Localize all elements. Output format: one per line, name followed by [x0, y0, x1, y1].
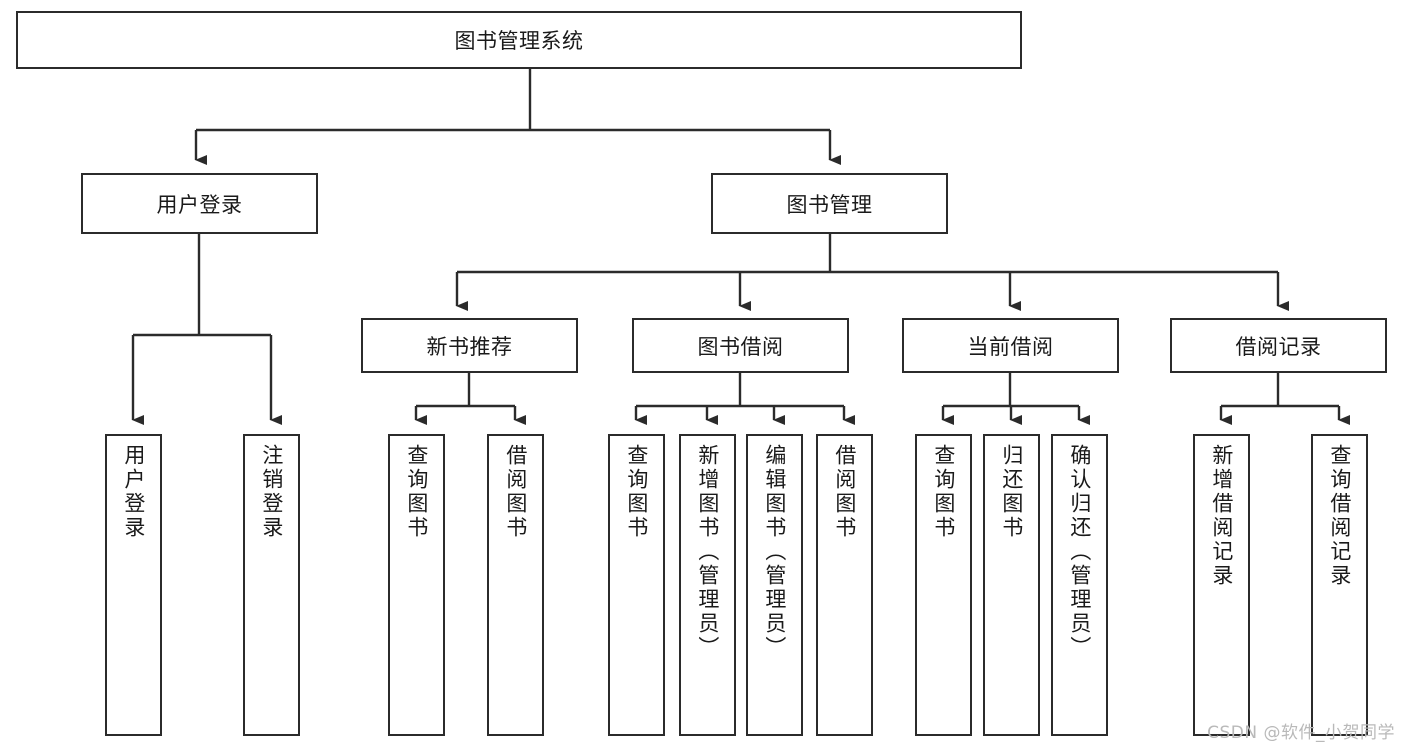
leaf-label: 查询图书 [404, 444, 429, 540]
watermark-text: CSDN @软件_小贺同学 [1207, 723, 1395, 743]
leaf-user-login-login[interactable]: 用户登录 [105, 434, 162, 736]
leaf-label: 注销登录 [259, 444, 284, 540]
leaf-label: 借阅图书 [832, 444, 857, 540]
leaf-label: 用户登录 [121, 444, 146, 540]
leaf-borrow-borrow-book[interactable]: 借阅图书 [816, 434, 873, 736]
leaf-current-query[interactable]: 查询图书 [915, 434, 972, 736]
leaf-record-add[interactable]: 新增借阅记录 [1193, 434, 1250, 736]
leaf-label: 查询图书 [931, 444, 956, 540]
node-new-book-recommend[interactable]: 新书推荐 [361, 318, 578, 373]
leaf-label: 查询借阅记录 [1327, 444, 1352, 588]
node-root-label: 图书管理系统 [454, 29, 584, 53]
leaf-borrow-add-book[interactable]: 新增图书（管理员） [679, 434, 736, 736]
node-book-borrow[interactable]: 图书借阅 [632, 318, 849, 373]
leaf-borrow-edit-book[interactable]: 编辑图书（管理员） [746, 434, 803, 736]
node-user-login-label: 用户登录 [156, 192, 243, 217]
leaf-label: 编辑图书（管理员） [762, 444, 787, 660]
node-current-borrow[interactable]: 当前借阅 [902, 318, 1119, 373]
leaf-label: 新增借阅记录 [1209, 444, 1234, 588]
leaf-label: 新增图书（管理员） [695, 444, 720, 660]
node-new-book-recommend-label: 新书推荐 [426, 334, 513, 359]
leaf-user-login-logout[interactable]: 注销登录 [243, 434, 300, 736]
leaf-new-book-borrow[interactable]: 借阅图书 [487, 434, 544, 736]
leaf-label: 归还图书 [999, 444, 1024, 540]
node-book-management[interactable]: 图书管理 [711, 173, 948, 234]
leaf-borrow-query[interactable]: 查询图书 [608, 434, 665, 736]
node-book-management-label: 图书管理 [786, 192, 873, 217]
leaf-label: 查询图书 [624, 444, 649, 540]
leaf-label: 确认归还（管理员） [1067, 444, 1092, 660]
node-root[interactable]: 图书管理系统 [16, 11, 1022, 69]
node-user-login[interactable]: 用户登录 [81, 173, 318, 234]
leaf-new-book-query[interactable]: 查询图书 [388, 434, 445, 736]
node-borrow-record-label: 借阅记录 [1235, 334, 1322, 359]
leaf-current-return[interactable]: 归还图书 [983, 434, 1040, 736]
leaf-record-query[interactable]: 查询借阅记录 [1311, 434, 1368, 736]
node-borrow-record[interactable]: 借阅记录 [1170, 318, 1387, 373]
node-current-borrow-label: 当前借阅 [967, 334, 1054, 359]
leaf-label: 借阅图书 [503, 444, 528, 540]
node-book-borrow-label: 图书借阅 [697, 334, 784, 359]
leaf-current-confirm-return[interactable]: 确认归还（管理员） [1051, 434, 1108, 736]
